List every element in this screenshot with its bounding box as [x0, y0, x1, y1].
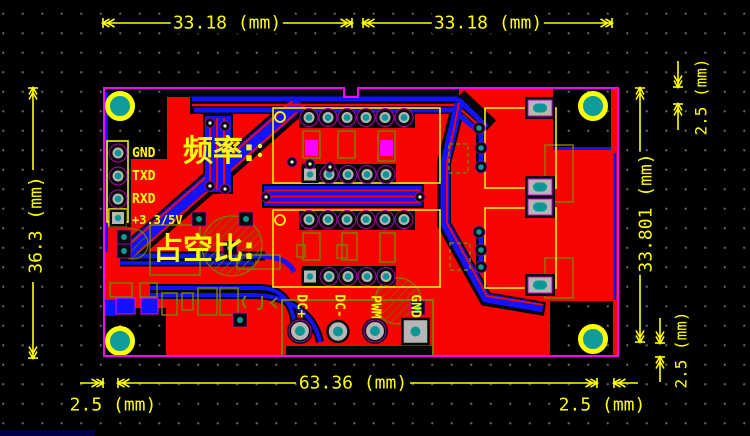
- silkscreen-duty-label: 占空比:: [153, 232, 255, 267]
- mounting-hole-bottom-right[interactable]: [581, 327, 606, 352]
- dimension-right[interactable]: 33.801 (mm): [635, 151, 657, 275]
- window-edge-fragment: [0, 430, 95, 436]
- mounting-hole-top-left[interactable]: [108, 94, 133, 119]
- pin-label-pwm: PWM: [367, 295, 383, 319]
- pin-label-power: +3.3/5V: [132, 213, 183, 227]
- board-outline[interactable]: [103, 87, 619, 357]
- pin-label-txd: TXD: [132, 169, 156, 184]
- mounting-hole-bottom-left[interactable]: [108, 329, 133, 354]
- dimension-right-top[interactable]: 2.5 (mm): [691, 56, 711, 138]
- dimension-bottom-right[interactable]: 2.5 (mm): [556, 394, 648, 416]
- dc-minus-pad[interactable]: [326, 319, 350, 344]
- dimension-bottom[interactable]: 63.36 (mm): [296, 372, 410, 394]
- pin-label-dc-minus: DC-: [331, 294, 347, 318]
- dc-plus-pad[interactable]: [287, 318, 313, 344]
- dimension-left[interactable]: 36.3 (mm): [25, 174, 47, 276]
- pin-label-gnd: GND: [132, 146, 156, 161]
- dimension-bottom-left[interactable]: 2.5 (mm): [67, 394, 159, 416]
- mounting-hole-top-right[interactable]: [581, 94, 606, 119]
- silkscreen-frequency-label: 频率:: [183, 134, 255, 169]
- pin-label-rxd: RXD: [132, 192, 156, 207]
- pin-label-dc-plus: DC+: [293, 294, 309, 318]
- dimension-right-bottom[interactable]: 2.5 (mm): [671, 309, 691, 391]
- bottom-layer-traces[interactable]: [104, 92, 617, 343]
- dimension-top-left[interactable]: 33.18 (mm): [170, 12, 284, 34]
- dimension-top-right[interactable]: 33.18 (mm): [431, 12, 545, 34]
- pwm-pad[interactable]: [362, 318, 388, 344]
- pin-label-gnd-bottom: GND: [407, 294, 423, 318]
- dimension-lines[interactable]: [28, 18, 683, 388]
- pads-and-vias[interactable]: [108, 96, 556, 346]
- gnd-pad[interactable]: [401, 317, 430, 346]
